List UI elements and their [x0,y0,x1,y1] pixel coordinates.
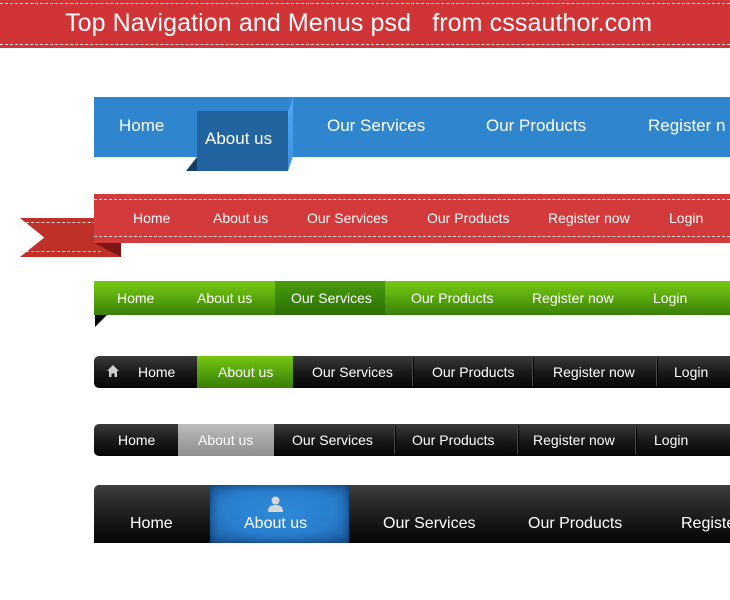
menu-item-register-now[interactable]: Register n [648,116,726,135]
active-tab-bg [210,485,349,543]
divider [656,358,657,386]
divider [517,426,518,454]
menu-item-our-products[interactable]: Our Products [412,432,495,448]
menu-item-our-services[interactable]: Our Services [383,515,476,532]
banner-title: Top Navigation and Menus psd from cssaut… [65,9,653,37]
menu-item-our-services[interactable]: Our Services [292,432,373,448]
menu-item-about-us[interactable]: About us [218,364,274,380]
user-icon [268,496,283,512]
menu-item-our-products[interactable]: Our Products [411,290,494,306]
menu-item-login[interactable]: Login [669,210,704,226]
stitch-line [0,3,730,4]
divider [394,426,395,454]
menu-item-our-services[interactable]: Our Services [312,364,393,380]
menu-item-our-products[interactable]: Our Products [432,364,515,380]
stitch-line [0,44,730,45]
menu-item-home[interactable]: Home [119,116,165,135]
menu-item-register-now[interactable]: Register now [548,210,630,226]
menu-item-about-us[interactable]: About us [197,290,253,306]
fold-highlight [288,97,293,171]
stitch-line [26,251,101,252]
divider [532,358,533,386]
menu-bar [94,485,730,543]
page-banner: Top Navigation and Menus psd from cssaut… [0,0,730,48]
menu-bar [94,281,730,315]
menu-item-home[interactable]: Home [133,210,171,226]
menu-item-register-now[interactable]: Register now [532,290,614,306]
menu-bar [94,194,730,243]
menu-item-our-services[interactable]: Our Services [291,290,372,306]
menu-item-home[interactable]: Home [117,290,155,306]
menu-item-about-us[interactable]: About us [198,432,254,448]
menu-item-register-now[interactable]: Registe [681,515,730,532]
menu-item-register-now[interactable]: Register now [553,364,635,380]
active-tab-bg [275,281,385,315]
menu-item-our-products[interactable]: Our Products [528,515,623,532]
active-tab-bg [178,424,274,456]
menu-item-our-services[interactable]: Our Services [327,116,426,135]
menu-item-home[interactable]: Home [130,515,173,532]
stitch-line [94,199,730,200]
menu-item-about-us[interactable]: About us [205,129,273,148]
stitch-line [26,222,101,223]
home-icon[interactable] [106,364,120,378]
menu-item-home[interactable]: Home [118,432,156,448]
menu-item-login[interactable]: Login [653,290,688,306]
menu-item-login[interactable]: Login [674,364,709,380]
divider [635,426,636,454]
menu-item-our-services[interactable]: Our Services [307,210,388,226]
menu-item-register-now[interactable]: Register now [533,432,615,448]
active-tab-bg [197,111,288,171]
corner-fold [95,315,107,327]
stitch-line [94,236,730,237]
active-tab-bg [197,356,293,388]
menu-item-about-us[interactable]: About us [213,210,269,226]
menu-item-login[interactable]: Login [654,432,689,448]
divider [412,358,413,386]
menu-item-about-us[interactable]: About us [244,515,308,532]
menu-item-home[interactable]: Home [138,364,176,380]
fold-shadow [186,157,197,171]
menu-item-our-products[interactable]: Our Products [486,116,587,135]
menu-item-our-products[interactable]: Our Products [427,210,510,226]
